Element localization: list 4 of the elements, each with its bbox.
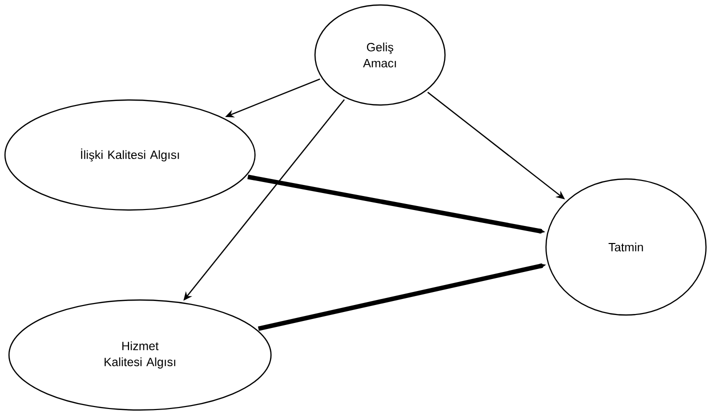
ellipse-node: Geliş Amacı	[314, 4, 446, 106]
ellipse-node: Hizmet Kalitesi Algısı	[8, 299, 272, 411]
ellipse-node: İlişki Kalitesi Algısı	[4, 99, 256, 211]
ellipse-node: Tatmin	[545, 178, 707, 316]
